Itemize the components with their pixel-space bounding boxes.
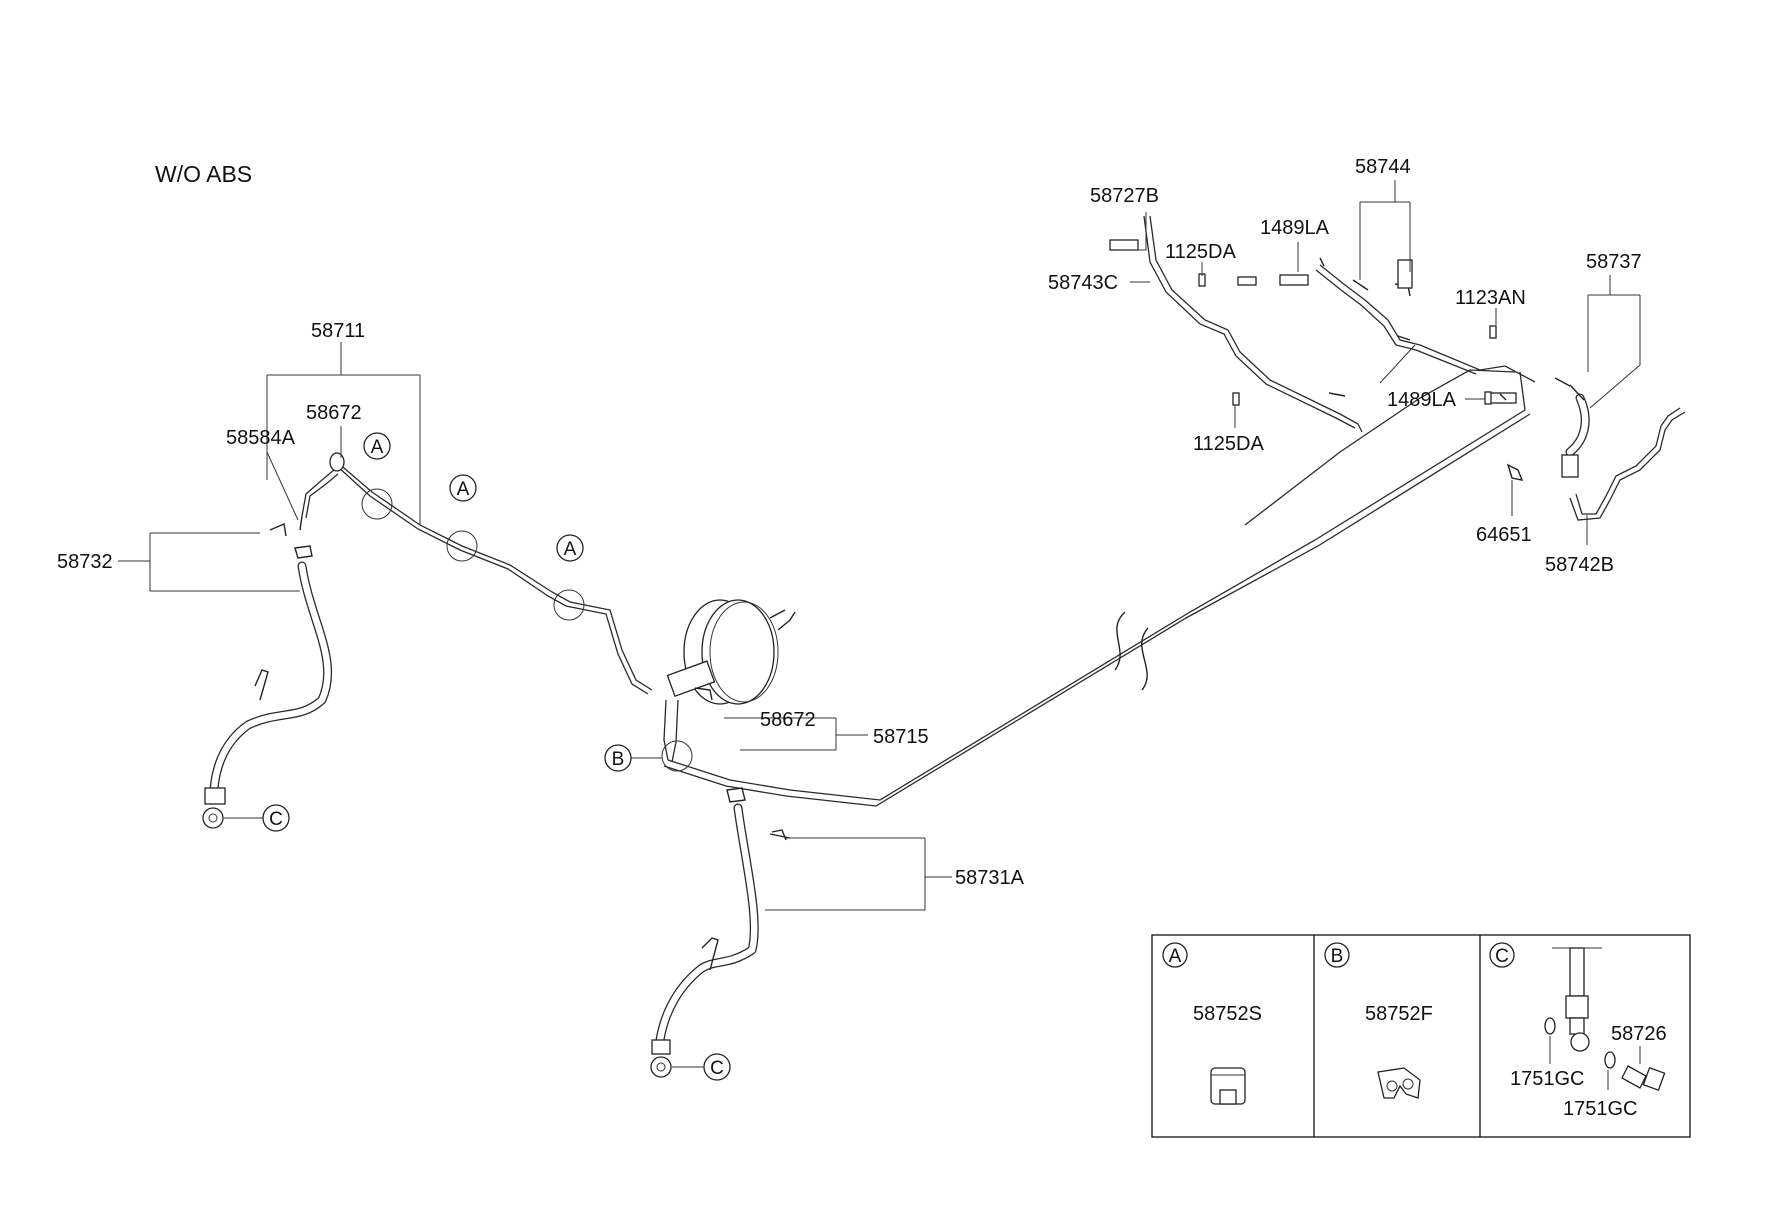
leader-lines [118,180,1641,911]
panel-a-letter: A [1169,946,1182,967]
callout-circle-c1 [262,804,290,832]
label-58711: 58711 [311,320,365,342]
panel-b-letter: B [1331,946,1344,967]
callout-letter-b: B [612,749,625,770]
label-58727B: 58727B [1090,185,1159,207]
label-58672-top: 58672 [306,402,362,424]
label-58584A: 58584A [226,427,296,449]
callout-letter-a3: A [564,539,577,560]
label-1125DA-top: 1125DA [1165,241,1236,263]
label-1123AN: 1123AN [1455,287,1526,309]
detail-panels: A 58752S B 58752F C [1151,934,1691,1138]
washer-icon-1 [1544,1017,1556,1035]
label-58744: 58744 [1355,156,1411,178]
hose-end-fitting-icon [1552,947,1602,1052]
label-58737: 58737 [1586,251,1642,273]
diagram-title: W/O ABS [155,161,252,187]
panel-c-part-1751gc-a: 1751GC [1510,1068,1585,1090]
left-junction-parts [269,452,345,537]
part-labels: 58711 58672 58584A 58732 58672 58715 587… [57,156,1642,889]
label-64651: 64651 [1476,524,1532,546]
small-fasteners [769,257,1507,839]
bolt-58726-icon [1621,1065,1666,1092]
callout-circle-a1 [363,432,391,460]
callout-circle-c2 [703,1053,731,1081]
callout-circle-a2 [449,474,477,502]
callout-letter-c2: C [710,1058,724,1079]
label-58731A: 58731A [955,867,1025,889]
panel-c-part-1751gc-b: 1751GC [1563,1098,1638,1120]
label-1489LA-mid: 1489LA [1387,389,1457,411]
front-right-hose [650,787,787,1078]
detail-panel-frame [1151,934,1691,1138]
rear-upper-pipes [1109,215,1536,433]
clip-58752f-icon [1377,1067,1421,1099]
panel-a-part: 58752S [1193,1003,1262,1025]
label-58715: 58715 [873,726,929,748]
callout-circle-a3 [556,534,584,562]
rear-right-hose [1506,377,1686,521]
panel-b-part: 58752F [1365,1003,1433,1025]
label-58672-mid: 58672 [760,709,816,731]
panel-c-letter: C [1495,946,1509,967]
clip-58752s-icon [1210,1067,1246,1105]
brake-booster [666,599,796,705]
callout-letter-a2: A [457,479,470,500]
callout-letter-a1: A [371,437,384,458]
label-58743C: 58743C [1048,272,1118,294]
callouts: A A A B C C [224,432,731,1081]
panel-c-part-58726: 58726 [1611,1023,1667,1045]
washer-icon-2 [1604,1051,1616,1069]
label-1489LA-top: 1489LA [1260,217,1330,239]
label-58742B: 58742B [1545,554,1614,576]
front-left-hose [202,545,333,829]
callout-letter-c1: C [269,809,283,830]
label-1125DA-bottom: 1125DA [1193,433,1264,455]
main-brake-pipes [336,369,1531,807]
label-58732: 58732 [57,551,113,573]
